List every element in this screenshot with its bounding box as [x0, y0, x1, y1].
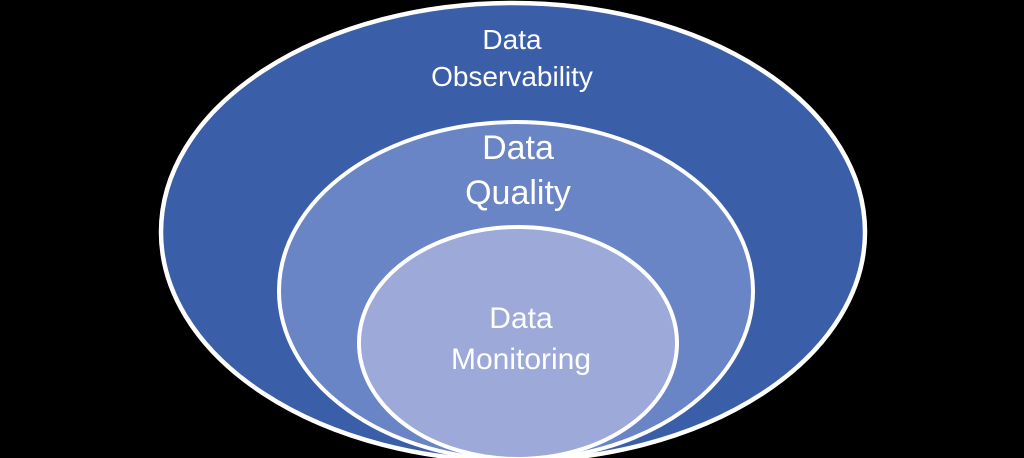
inner-ellipse-data-monitoring	[357, 225, 679, 458]
